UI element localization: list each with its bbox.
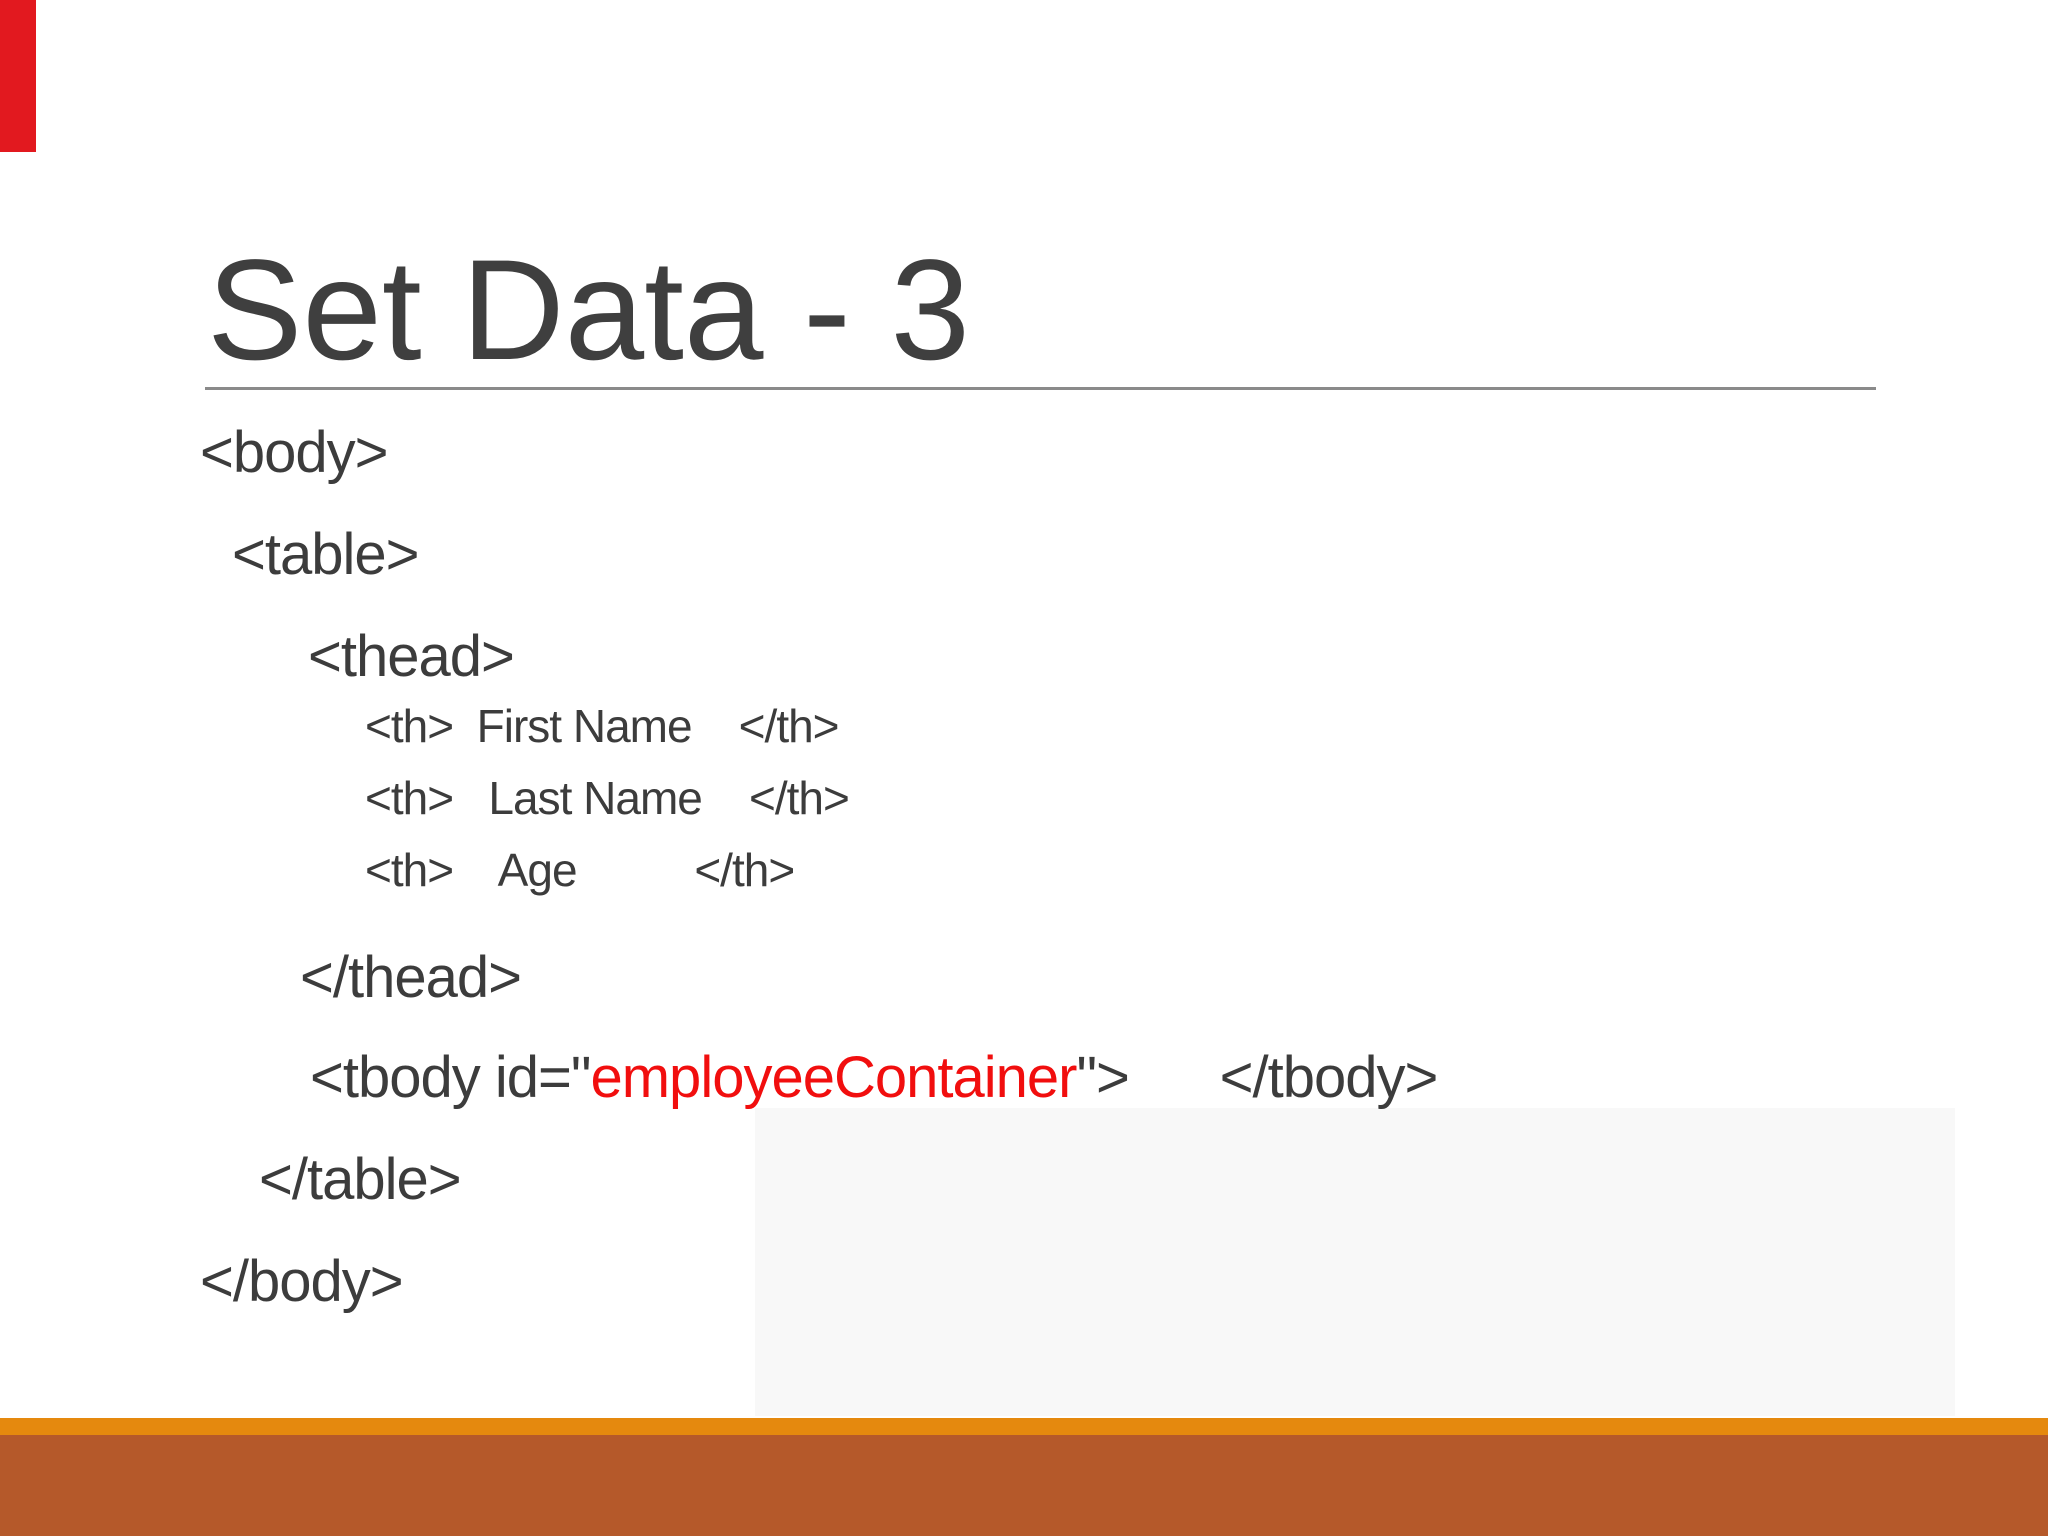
code-line: </thead> bbox=[300, 949, 522, 1007]
code-segment: <table> bbox=[232, 522, 420, 587]
code-line: <th> Age </th> bbox=[365, 844, 795, 896]
code-line: <th> Last Name </th> bbox=[365, 772, 850, 824]
content-panel-tint bbox=[755, 1108, 1955, 1416]
code-segment: </thead> bbox=[300, 945, 522, 1010]
footer-orange-strip bbox=[0, 1418, 2048, 1435]
footer-rust-bar bbox=[0, 1435, 2048, 1536]
code-segment: </body> bbox=[200, 1249, 404, 1314]
code-segment: <th> First Name </th> bbox=[365, 700, 840, 752]
code-line: <tbody id="employeeContainer"> </tbody> bbox=[310, 1049, 1438, 1107]
code-segment: "> </tbody> bbox=[1076, 1045, 1438, 1110]
code-segment: <tbody id=" bbox=[310, 1045, 591, 1110]
code-line: <body> bbox=[200, 424, 389, 482]
corner-red-accent-mark bbox=[0, 0, 36, 152]
code-segment: <th> Last Name </th> bbox=[365, 772, 850, 824]
code-segment: <body> bbox=[200, 420, 389, 485]
code-line: <table> bbox=[232, 526, 420, 584]
code-line: </table> bbox=[259, 1151, 462, 1209]
code-segment: <th> Age </th> bbox=[365, 844, 795, 896]
code-segment-highlight: employeeContainer bbox=[590, 1045, 1077, 1110]
page-title: Set Data - 3 bbox=[207, 231, 971, 390]
code-line: </body> bbox=[200, 1253, 404, 1311]
title-divider-line bbox=[205, 387, 1876, 390]
code-segment: </table> bbox=[259, 1147, 462, 1212]
code-segment: <thead> bbox=[308, 624, 515, 689]
code-line: <thead> bbox=[308, 628, 515, 686]
code-line: <th> First Name </th> bbox=[365, 700, 840, 752]
